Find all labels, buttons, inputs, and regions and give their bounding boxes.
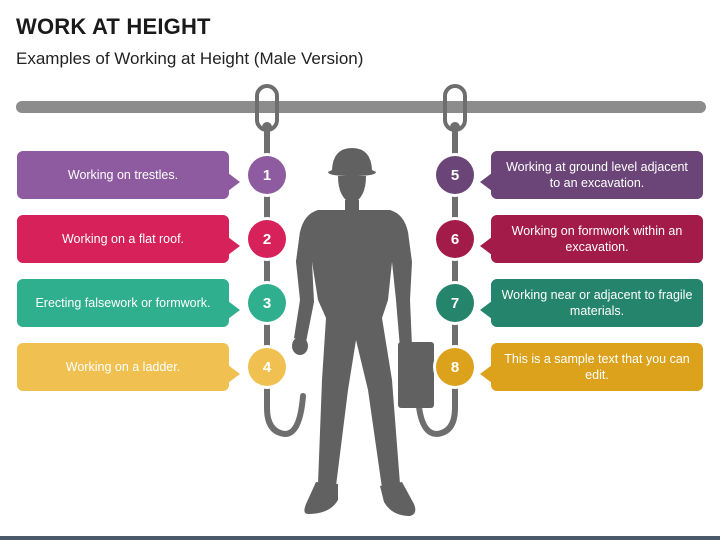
step-number-5: 5 [436,156,474,194]
step-number-6: 6 [436,220,474,258]
page-subtitle: Examples of Working at Height (Male Vers… [16,49,364,68]
callout-item-5: Working at ground level adjacent to an e… [480,151,703,199]
callout-item-4: Working on a ladder. [17,343,240,391]
callout-item-6: Working on formwork within an excavation… [480,215,703,263]
step-number-3: 3 [248,284,286,322]
callout-item-2: Working on a flat roof. [17,215,240,263]
carabiner-icon [255,84,279,132]
footer-bar [0,536,720,540]
callout-text: Working at ground level adjacent to an e… [506,160,688,190]
callout-text: Working on formwork within an excavation… [511,224,683,254]
step-number-2: 2 [248,220,286,258]
step-number-4: 4 [248,348,286,386]
callout-item-3: Erecting falsework or formwork. [17,279,240,327]
callout-text: Erecting falsework or formwork. [35,296,211,310]
right-lanyard-rope [415,125,458,438]
callout-item-1: Working on trestles. [17,151,240,199]
callout-text: Working on a ladder. [65,360,181,374]
step-number-1: 1 [248,156,286,194]
callout-text: Working on trestles. [67,168,179,182]
step-number-8: 8 [436,348,474,386]
anchor-bar [16,101,706,113]
callout-text: Working near or adjacent to fragile mate… [501,288,693,318]
callout-text: This is a sample text that you can edit. [504,352,690,382]
callout-item-8: This is a sample text that you can edit. [480,343,703,391]
page-title: WORK AT HEIGHT [16,14,211,39]
carabiner-icon [443,84,467,132]
worker-silhouette-icon [292,148,434,516]
callout-text: Working on a flat roof. [61,232,185,246]
callout-item-7: Working near or adjacent to fragile mate… [480,279,703,327]
step-number-7: 7 [436,284,474,322]
left-lanyard-rope [264,125,306,438]
